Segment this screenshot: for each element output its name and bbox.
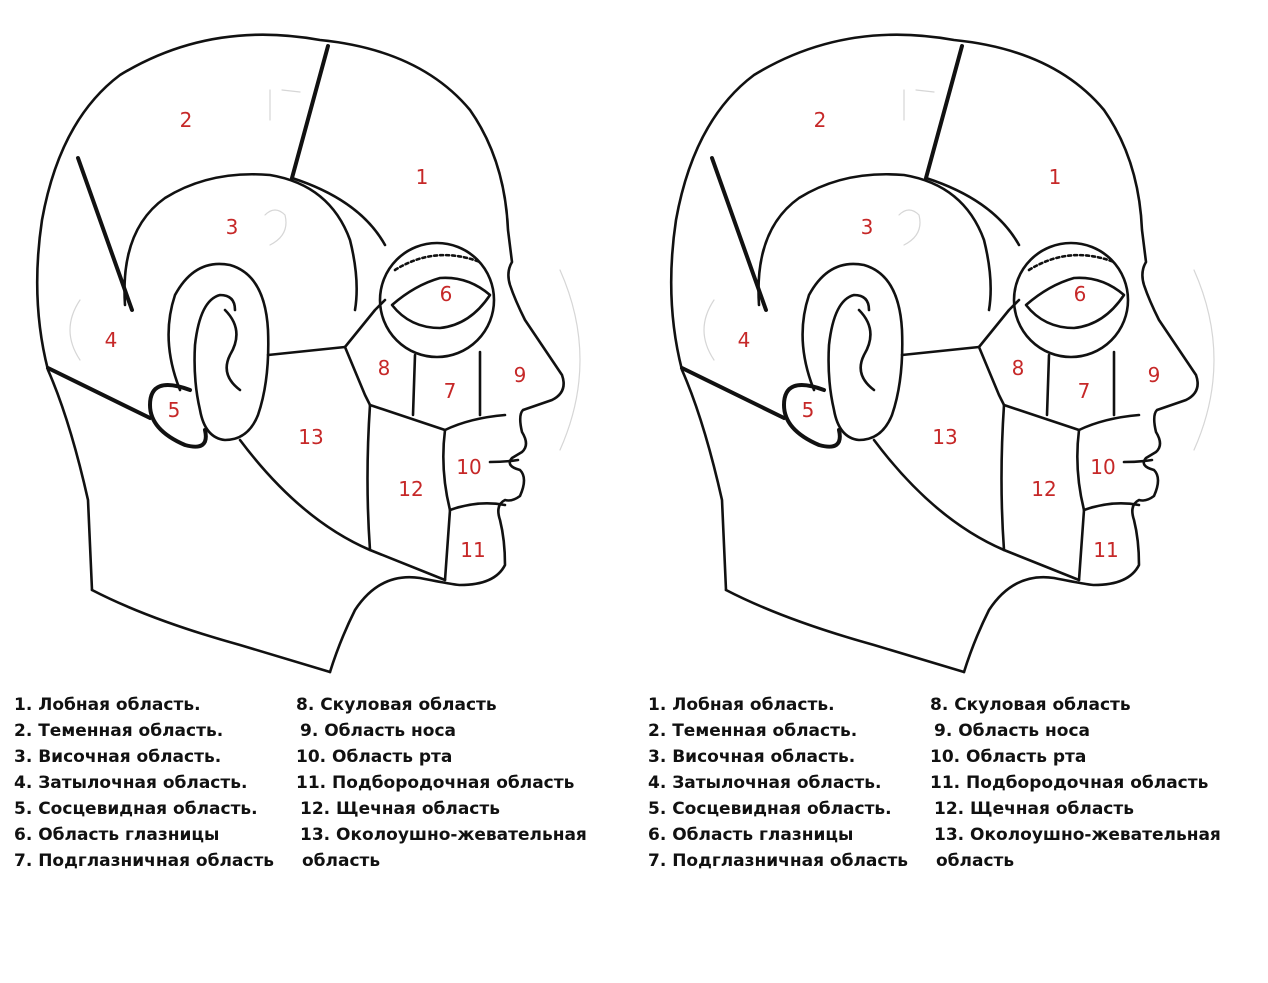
region-number: 11 <box>460 538 486 562</box>
region-number: 8 <box>1011 356 1025 380</box>
legend-column-1: 1. Лобная область. 2. Теменная область. … <box>648 692 908 874</box>
legend-item: 3. Височная область. <box>648 747 856 767</box>
mastoid-outline <box>148 383 208 449</box>
region-number: 7 <box>443 379 457 403</box>
region-number: 7 <box>1077 379 1091 403</box>
region-number: 3 <box>225 215 239 239</box>
legend-item: область <box>936 851 1015 871</box>
region-number: 8 <box>377 356 391 380</box>
region-number: 10 <box>1090 455 1116 479</box>
region-number: 11 <box>1093 538 1119 562</box>
legend-item: 4. Затылочная область. <box>14 773 248 793</box>
legend-item: 8. Скуловая область <box>296 695 497 715</box>
legend-item: 4. Затылочная область. <box>648 773 882 793</box>
legend-item: 7. Подглазничная область <box>648 851 909 871</box>
legend-item: 1. Лобная область. <box>14 695 201 715</box>
region-number: 12 <box>398 477 424 501</box>
mastoid-outline <box>782 383 842 449</box>
legend-item: 6. Область глазницы <box>14 825 220 845</box>
legend-column-1: 1. Лобная область. 2. Теменная область. … <box>14 692 274 874</box>
region-number: 13 <box>298 425 324 449</box>
region-number: 2 <box>179 108 193 132</box>
region-number: 4 <box>737 328 751 352</box>
legend-item: 1. Лобная область. <box>648 695 835 715</box>
region-number: 12 <box>1031 477 1057 501</box>
legend-item: 2. Теменная область. <box>648 721 858 741</box>
legend-item: 12. Щечная область <box>300 799 500 819</box>
head-outline-left <box>35 33 581 674</box>
region-number: 4 <box>104 328 118 352</box>
region-number: 9 <box>1147 363 1161 387</box>
legend-item: 5. Сосцевидная область. <box>648 799 892 819</box>
ear-outline <box>801 262 904 442</box>
legend-item: 13. Околоушно-жевательная <box>934 825 1221 845</box>
legend-item: 6. Область глазницы <box>648 825 854 845</box>
orbit-outline <box>1012 241 1130 359</box>
region-number: 2 <box>813 108 827 132</box>
legend-item: 5. Сосцевидная область. <box>14 799 258 819</box>
orbit-outline <box>378 241 496 359</box>
legend-item: область <box>302 851 381 871</box>
head-diagram-right: 2 1 3 4 5 6 7 8 9 10 11 12 13 1. Лобная … <box>634 0 1268 983</box>
region-number: 13 <box>932 425 958 449</box>
legend-item: 12. Щечная область <box>934 799 1134 819</box>
legend-item: 9. Область носа <box>934 721 1091 741</box>
region-number: 1 <box>415 165 429 189</box>
legend-column-2: 8. Скуловая область 9. Область носа 10. … <box>930 692 1221 874</box>
legend-item: 11. Подбородочная область <box>296 773 575 793</box>
head-diagram-left: 2 1 3 4 5 6 7 8 9 10 11 12 13 1. Лобная … <box>14 33 587 874</box>
region-number: 9 <box>513 363 527 387</box>
legend-item: 8. Скуловая область <box>930 695 1131 715</box>
legend-column-2: 8. Скуловая область 9. Область носа 10. … <box>296 692 587 874</box>
legend-item: 11. Подбородочная область <box>930 773 1209 793</box>
legend-item: 2. Теменная область. <box>14 721 224 741</box>
head-outline-right <box>669 33 1215 674</box>
head-contour <box>669 33 1199 674</box>
region-number: 6 <box>439 282 453 306</box>
region-number: 6 <box>1073 282 1087 306</box>
region-number: 5 <box>167 398 181 422</box>
legend-item: 7. Подглазничная область <box>14 851 275 871</box>
region-number: 1 <box>1048 165 1062 189</box>
ear-outline <box>167 262 270 442</box>
legend-item: 10. Область рта <box>930 747 1087 767</box>
region-number: 5 <box>801 398 815 422</box>
region-number: 3 <box>860 215 874 239</box>
legend-item: 9. Область носа <box>300 721 457 741</box>
head-contour <box>35 33 565 674</box>
legend-item: 13. Околоушно-жевательная <box>300 825 587 845</box>
region-number: 10 <box>456 455 482 479</box>
legend-item: 3. Височная область. <box>14 747 222 767</box>
legend-item: 10. Область рта <box>296 747 453 767</box>
